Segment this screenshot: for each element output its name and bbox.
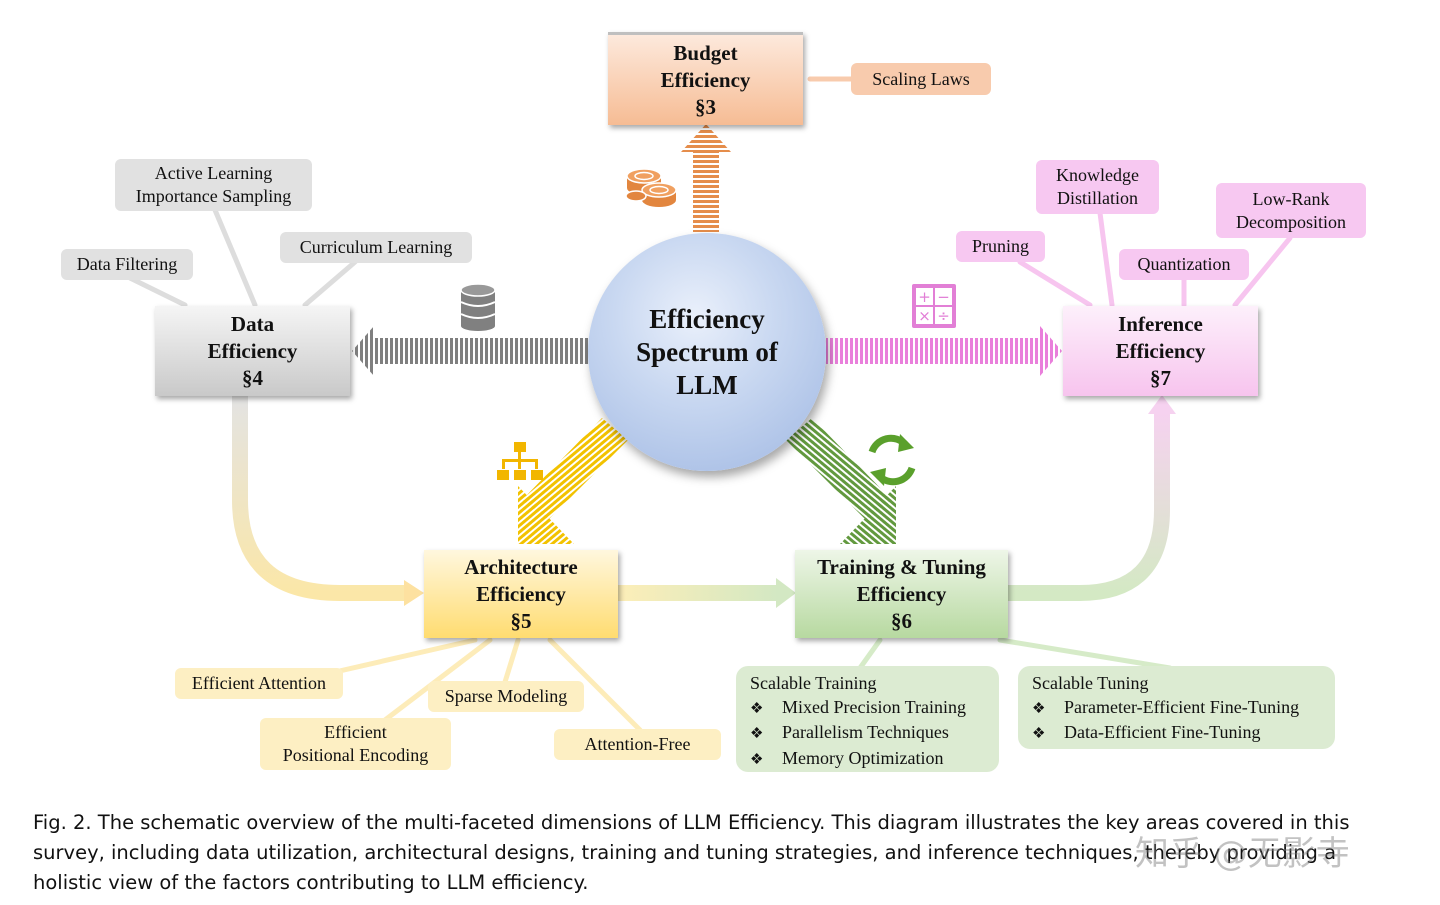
list-item-label: Data-Efficient Fine-Tuning: [1064, 722, 1261, 742]
connector-positional-encoding: [382, 637, 493, 723]
watermark: 知乎 @无影寺: [1135, 834, 1350, 874]
tag-data-filtering-label: Data Filtering: [76, 254, 178, 274]
list-item-label: Parameter-Efficient Fine-Tuning: [1064, 696, 1300, 717]
recycle-icon: [868, 434, 916, 486]
tag-efficient-attention-label: Efficient Attention: [191, 673, 327, 693]
tag-positional-encoding: Efficient Positional Encoding: [260, 718, 451, 770]
list-item-label: Mixed Precision Training: [782, 696, 967, 717]
data-efficiency-box: Data Efficiency §4: [155, 306, 350, 396]
efficiency-spectrum-hub: Efficiency Spectrum of LLM: [588, 233, 826, 471]
tag-sparse-modeling-label: Sparse Modeling: [444, 686, 568, 706]
tag-active-learning: Active Learning Importance Sampling: [115, 159, 312, 211]
connector-active-learning: [212, 207, 258, 308]
tag-efficient-attention: Efficient Attention: [175, 668, 343, 699]
connector-pruning: [1017, 259, 1093, 308]
flow-architecture-to-training: [618, 585, 778, 601]
bullet-icon: ❖: [1032, 726, 1046, 742]
tag-knowledge-distillation: Knowledge Distillation: [1036, 160, 1159, 214]
scalable-training-title: Scalable Training: [750, 673, 877, 693]
flow-data-to-architecture-head: [404, 580, 424, 606]
bullet-icon: ❖: [750, 726, 764, 742]
connector-curriculum: [302, 259, 358, 308]
list-item-label: Parallelism Techniques: [782, 722, 949, 742]
tag-positional-encoding-label: Efficient Positional Encoding: [282, 722, 429, 765]
tag-pruning: Pruning: [956, 231, 1045, 262]
scalable-tuning-title: Scalable Tuning: [1032, 673, 1149, 693]
architecture-efficiency-label: Architecture Efficiency §5: [464, 554, 578, 633]
connector-scalable-tuning: [997, 637, 1173, 671]
tag-active-learning-label: Active Learning Importance Sampling: [135, 163, 292, 206]
arrow-to-inference: [826, 326, 1062, 376]
flow-training-to-inference-head: [1148, 395, 1176, 414]
tag-data-filtering: Data Filtering: [61, 249, 193, 280]
bullet-icon: ❖: [750, 751, 764, 768]
tag-quantization: Quantization: [1119, 249, 1249, 280]
connector-low-rank: [1232, 235, 1293, 308]
tag-low-rank-decomposition: Low-Rank Decomposition: [1216, 183, 1366, 238]
tag-sparse-modeling: Sparse Modeling: [428, 681, 584, 712]
tag-pruning-label: Pruning: [971, 236, 1029, 256]
calc-minus: −: [937, 288, 950, 306]
tag-scaling-laws: Scaling Laws: [851, 63, 991, 95]
arrow-to-training: [786, 418, 896, 544]
bullet-icon: ❖: [1032, 700, 1046, 717]
tag-quantization-label: Quantization: [1137, 254, 1231, 274]
architecture-efficiency-box: Architecture Efficiency §5: [424, 550, 618, 638]
inference-efficiency-label: Inference Efficiency §7: [1115, 311, 1206, 390]
coins-icon: [625, 168, 677, 207]
connector-data-filtering: [127, 275, 188, 308]
flow-training-to-inference: [1008, 412, 1170, 601]
figure-caption: Fig. 2. The schematic overview of the mu…: [33, 811, 1350, 894]
training-tuning-efficiency-box: Training & Tuning Efficiency §6: [795, 550, 1008, 638]
connector-knowledge-distillation: [1097, 210, 1115, 308]
connector-sparse-modeling: [502, 637, 521, 685]
arrow-to-architecture: [518, 418, 628, 544]
inference-efficiency-box: Inference Efficiency §7: [1063, 306, 1258, 396]
bullet-icon: ❖: [750, 700, 764, 717]
tag-scaling-laws-label: Scaling Laws: [872, 68, 970, 89]
data-efficiency-label: Data Efficiency §4: [207, 311, 298, 390]
calculator-icon: + − × ÷: [912, 284, 956, 328]
tag-low-rank-label: Low-Rank Decomposition: [1236, 188, 1346, 232]
list-item: ❖ Data-Efficient Fine-Tuning: [1032, 721, 1335, 747]
budget-efficiency-label: Budget Efficiency §3: [660, 40, 751, 119]
arrow-to-data: [352, 326, 588, 376]
tag-knowledge-distillation-label: Knowledge Distillation: [1056, 165, 1139, 208]
tag-attention-free: Attention-Free: [554, 729, 721, 760]
tag-curriculum-learning-label: Curriculum Learning: [299, 237, 453, 257]
budget-efficiency-box: Budget Efficiency §3: [608, 32, 803, 125]
arrow-to-budget: [681, 124, 731, 232]
list-item: ❖ Mixed Precision Training: [750, 696, 999, 722]
list-item: ❖ Parallelism Techniques: [750, 721, 999, 747]
tag-curriculum-learning: Curriculum Learning: [280, 232, 472, 263]
tag-attention-free-label: Attention-Free: [584, 734, 691, 754]
list-item-label: Memory Optimization: [782, 747, 944, 768]
hierarchy-icon: [497, 442, 543, 480]
calc-times: ×: [918, 307, 931, 325]
list-item: ❖ Memory Optimization: [750, 747, 999, 773]
connector-scalable-training: [857, 637, 883, 671]
list-item: ❖ Parameter-Efficient Fine-Tuning: [1032, 696, 1335, 722]
calc-divide: ÷: [937, 307, 950, 325]
hub-label: Efficiency Spectrum of LLM: [636, 303, 778, 400]
scalable-tuning-box: Scalable Tuning ❖ Parameter-Efficient Fin…: [1018, 666, 1335, 749]
flow-data-to-architecture: [232, 395, 408, 601]
connector-attention-free: [547, 637, 643, 733]
database-icon: [460, 283, 496, 331]
scalable-training-box: Scalable Training ❖ Mixed Precision Train…: [736, 666, 999, 772]
tag-connectors: [127, 76, 1293, 733]
calc-plus: +: [918, 288, 931, 306]
flow-architecture-to-training-head: [776, 578, 796, 608]
training-tuning-efficiency-label: Training & Tuning Efficiency §6: [817, 554, 986, 633]
